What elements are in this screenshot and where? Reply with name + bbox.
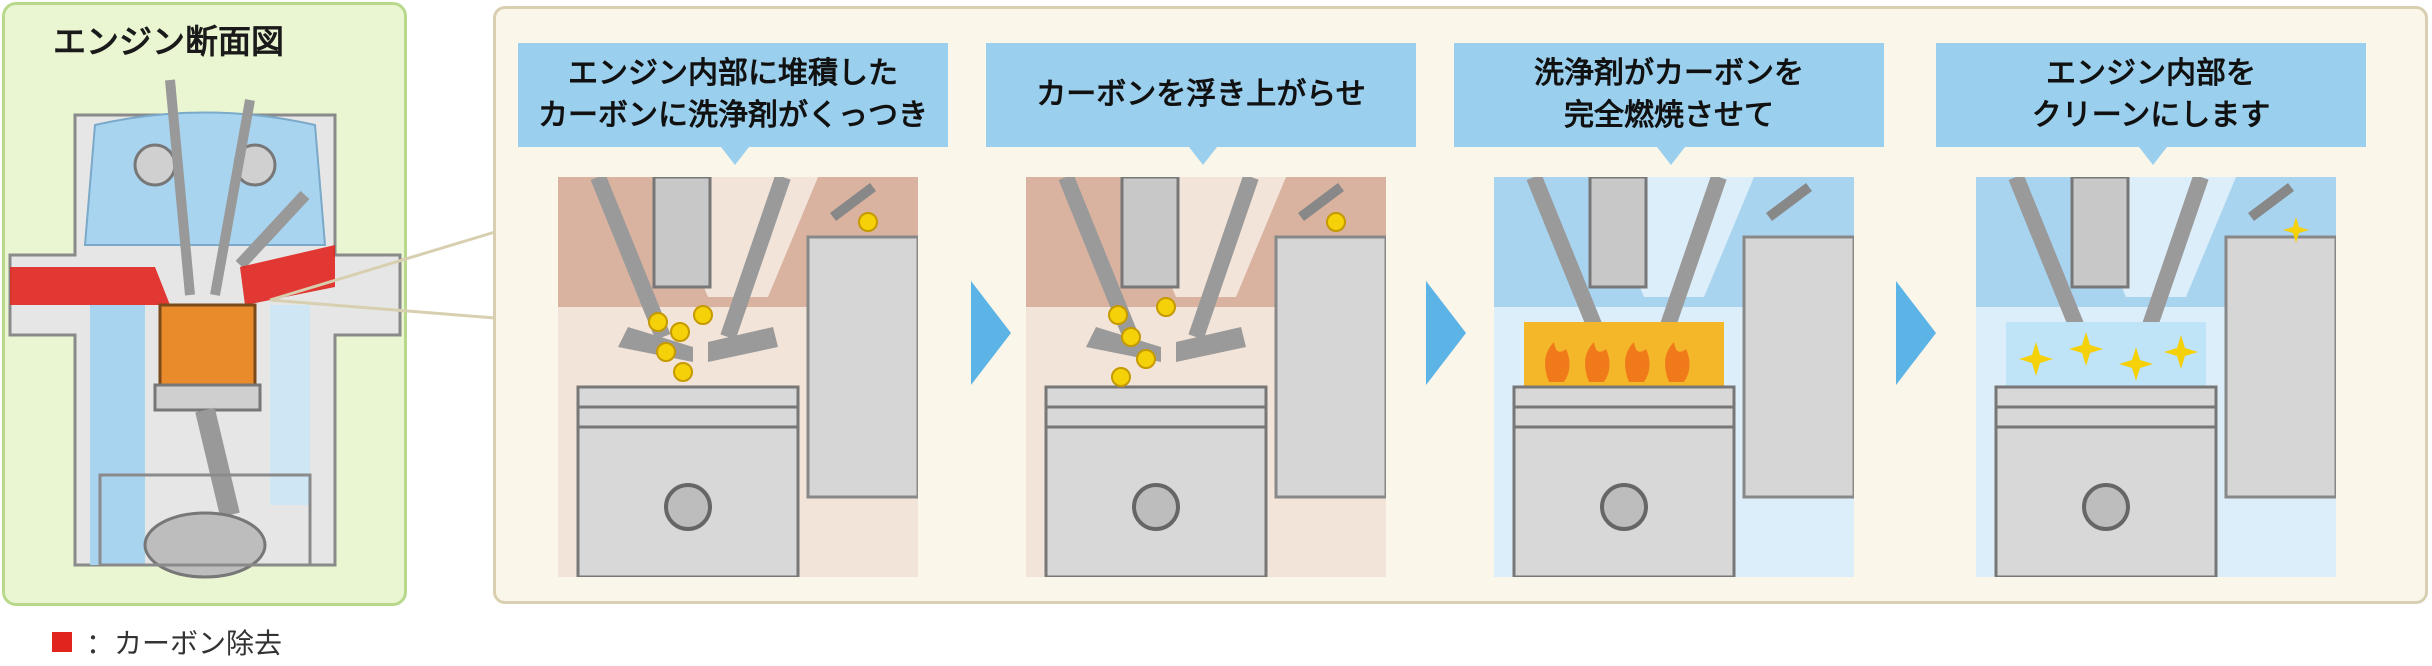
caption-line: エンジン内部を bbox=[2046, 56, 2256, 91]
legend: ：カーボン除去 bbox=[52, 622, 282, 662]
sparkle-icon bbox=[2069, 332, 2103, 366]
step-arrow-icon bbox=[971, 281, 1011, 385]
carbon-legend-swatch bbox=[52, 632, 72, 652]
caption-pointer bbox=[1657, 147, 1685, 165]
caption-pointer bbox=[2139, 147, 2167, 165]
legend-label: ：カーボン除去 bbox=[86, 627, 283, 660]
step-4-caption: エンジン内部を クリーンにします bbox=[1936, 43, 2366, 147]
sparkle-icon bbox=[2119, 347, 2153, 381]
caption-line: 洗浄剤がカーボンを bbox=[1534, 56, 1804, 91]
step-3: 洗浄剤がカーボンを 完全燃焼させて bbox=[1454, 9, 1884, 609]
step-1: エンジン内部に堆積した カーボンに洗浄剤がくっつき bbox=[518, 9, 948, 609]
caption-line: カーボンを浮き上がらせ bbox=[1036, 77, 1366, 112]
step-2-cylinder-illustration bbox=[1026, 177, 1386, 577]
step-3-cylinder-illustration bbox=[1494, 177, 1854, 577]
step-arrow-icon bbox=[1426, 281, 1466, 385]
engine-section-title: エンジン断面図 bbox=[53, 22, 284, 61]
caption-line: エンジン内部に堆積した bbox=[568, 56, 898, 91]
step-2: カーボンを浮き上がらせ bbox=[986, 9, 1416, 609]
step-1-cylinder-illustration bbox=[558, 177, 918, 577]
step-4: エンジン内部を クリーンにします bbox=[1936, 9, 2366, 609]
caption-line: 完全燃焼させて bbox=[1564, 98, 1774, 133]
step-3-caption: 洗浄剤がカーボンを 完全燃焼させて bbox=[1454, 43, 1884, 147]
caption-line: クリーンにします bbox=[2031, 98, 2271, 133]
step-arrow-icon bbox=[1896, 281, 1936, 385]
caption-line: カーボンに洗浄剤がくっつき bbox=[538, 98, 928, 133]
step-2-caption: カーボンを浮き上がらせ bbox=[986, 43, 1416, 147]
engine-cross-section-illustration bbox=[8, 79, 402, 579]
sparkle-icon bbox=[2164, 335, 2198, 369]
process-steps-panel: エンジン内部に堆積した カーボンに洗浄剤がくっつき bbox=[493, 6, 2428, 604]
step-4-cylinder-illustration bbox=[1976, 177, 2336, 577]
sparkle-icon bbox=[2019, 342, 2053, 376]
step-1-caption: エンジン内部に堆積した カーボンに洗浄剤がくっつき bbox=[518, 43, 948, 147]
caption-pointer bbox=[721, 147, 749, 165]
caption-pointer bbox=[1189, 147, 1217, 165]
sparkle-icon bbox=[2283, 217, 2309, 243]
zoom-connector-lines bbox=[269, 230, 496, 320]
engine-section-panel: エンジン断面図 bbox=[2, 2, 407, 606]
